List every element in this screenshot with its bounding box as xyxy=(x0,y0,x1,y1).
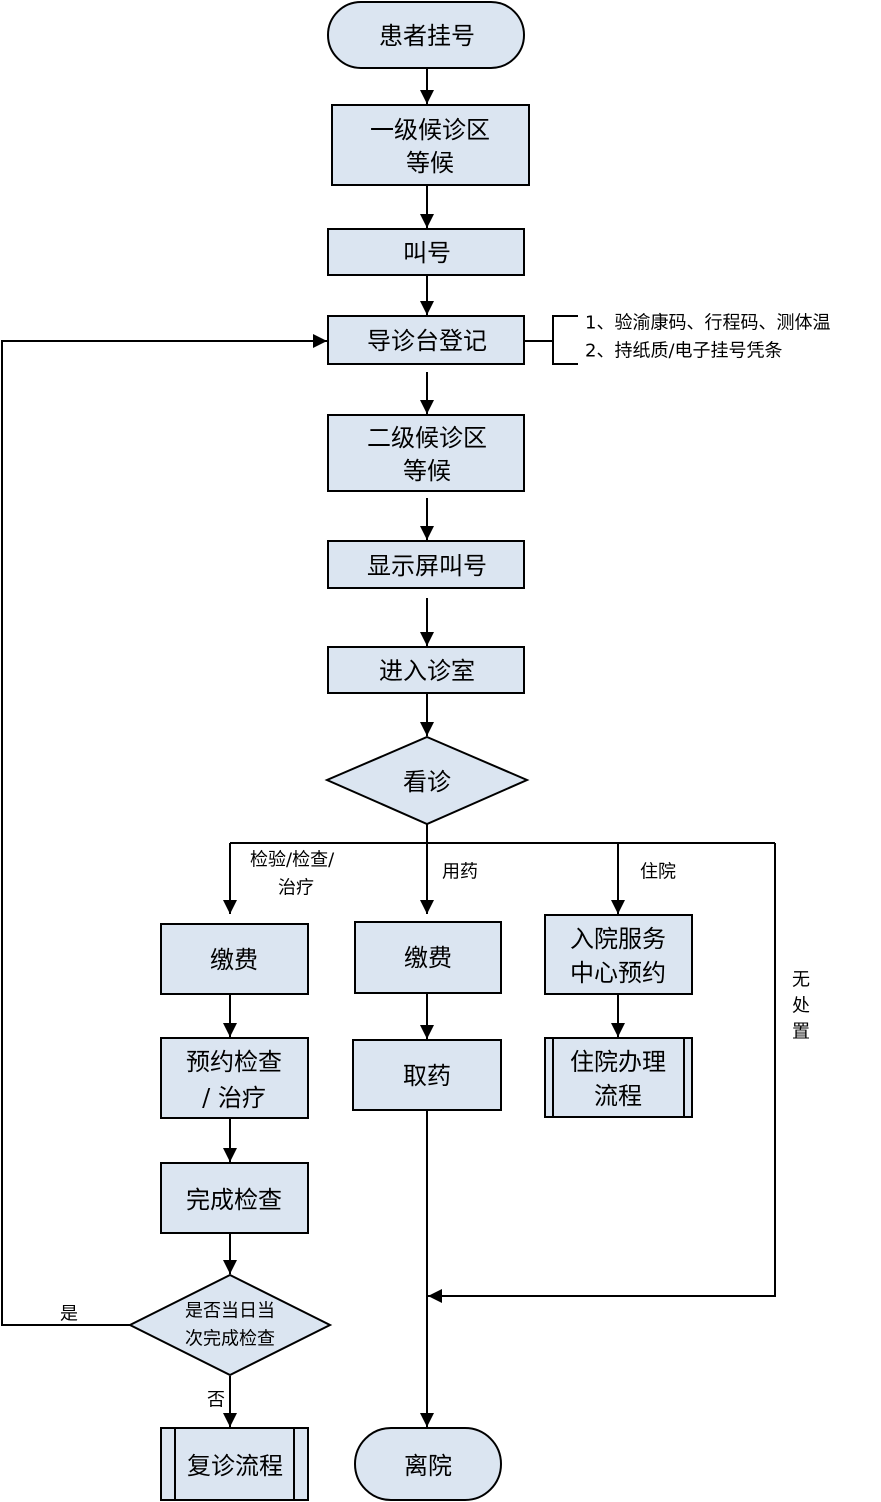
node-label: 次完成检查 xyxy=(185,1329,275,1350)
node-label: 叫号 xyxy=(403,239,451,267)
node-admit: 入院服务 中心预约 xyxy=(544,914,693,995)
node-label: 缴费 xyxy=(210,946,258,974)
node-label: 中心预约 xyxy=(570,959,666,987)
node-label: 完成检查 xyxy=(186,1186,282,1214)
node-screen-call: 显示屏叫号 xyxy=(327,540,525,589)
node-label: 流程 xyxy=(594,1082,642,1110)
node-label: 住院办理 xyxy=(570,1048,666,1076)
node-pay-left: 缴费 xyxy=(160,923,309,995)
node-label: 复诊流程 xyxy=(187,1452,283,1480)
edge-label-none: 处 xyxy=(792,996,810,1017)
edge-label-inpatient: 住院 xyxy=(640,862,676,883)
connectors xyxy=(1,68,776,1427)
node-register: 患者挂号 xyxy=(327,1,525,69)
node-label: 预约检查 xyxy=(186,1048,282,1076)
node-decision: 是否当日当 次完成检查 xyxy=(127,1273,333,1377)
node-label: 一级候诊区 xyxy=(370,116,490,144)
node-wait1: 一级候诊区 等候 xyxy=(331,104,530,186)
node-get-medicine: 取药 xyxy=(352,1039,502,1111)
node-label: 入院服务 xyxy=(570,925,666,953)
node-label: 等候 xyxy=(403,457,451,485)
node-call: 叫号 xyxy=(327,228,525,276)
edge-label-medicine: 用药 xyxy=(442,862,478,883)
node-label: 是否当日当 xyxy=(185,1301,275,1322)
node-enter-room: 进入诊室 xyxy=(327,646,525,694)
node-pay-mid: 缴费 xyxy=(354,921,502,994)
node-wait2: 二级候诊区 等候 xyxy=(327,414,525,492)
node-book: 预约检查 / 治疗 xyxy=(160,1037,309,1119)
edge-label-exam: 治疗 xyxy=(278,878,314,899)
node-label: 离院 xyxy=(404,1452,452,1480)
edge-label-exam: 检验/检查/ xyxy=(250,850,335,871)
guide-note-1: 1、验渝康码、行程码、测体温 xyxy=(585,313,830,334)
node-label: 缴费 xyxy=(404,944,452,972)
edge-label-no: 否 xyxy=(207,1390,225,1411)
node-followup: 复诊流程 xyxy=(160,1427,309,1501)
node-label: 患者挂号 xyxy=(379,22,475,50)
node-guide-desk: 导诊台登记 xyxy=(327,315,525,365)
node-label: 看诊 xyxy=(403,768,451,796)
node-label: 进入诊室 xyxy=(379,657,475,685)
node-label: / 治疗 xyxy=(202,1084,266,1112)
edge-label-none: 无 xyxy=(792,970,810,991)
node-hospitalize: 住院办理 流程 xyxy=(544,1037,693,1118)
node-leave: 离院 xyxy=(354,1427,502,1501)
node-complete-check: 完成检查 xyxy=(160,1162,309,1234)
guide-note-2: 2、持纸质/电子挂号凭条 xyxy=(585,341,783,362)
edge-label-yes: 是 xyxy=(60,1304,78,1325)
node-consult: 看诊 xyxy=(324,735,530,826)
node-label: 取药 xyxy=(403,1062,451,1090)
edge-label-none: 置 xyxy=(792,1022,810,1043)
node-label: 导诊台登记 xyxy=(367,327,487,355)
node-label: 显示屏叫号 xyxy=(367,552,487,580)
node-label: 二级候诊区 xyxy=(367,424,487,452)
node-label: 等候 xyxy=(406,149,454,177)
